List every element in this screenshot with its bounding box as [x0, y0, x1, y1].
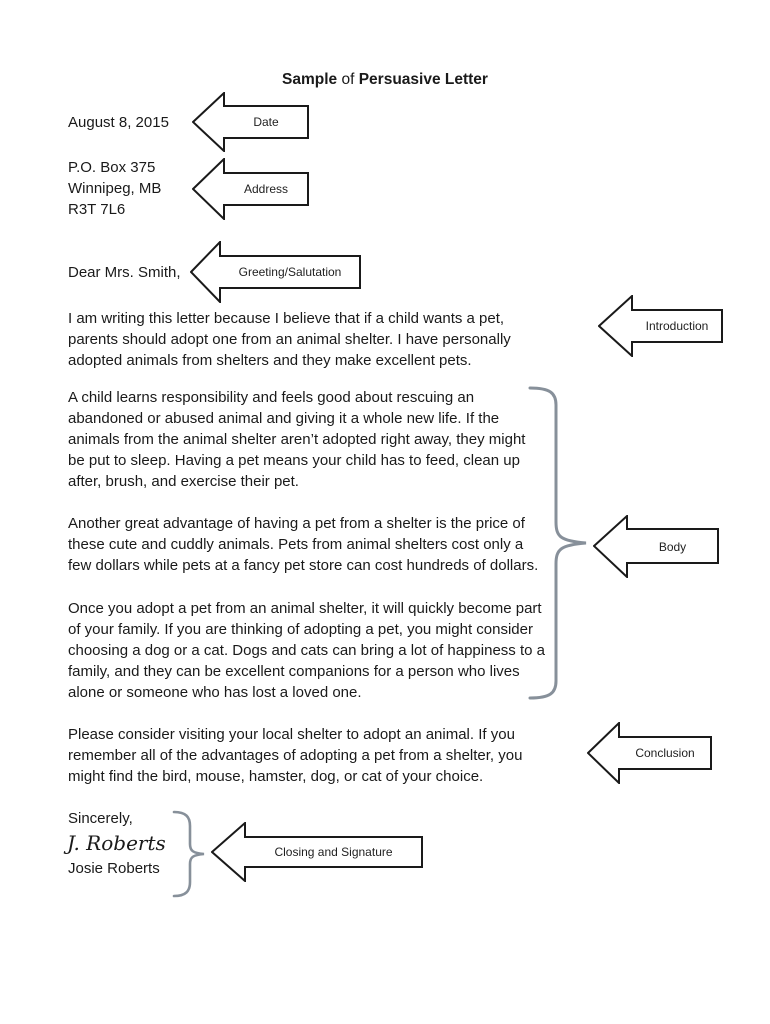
callout-label-date: Date: [253, 115, 279, 129]
paragraph-body-1: A child learns responsibility and feels …: [68, 389, 526, 490]
paragraph-introduction: I am writing this letter because I belie…: [68, 310, 511, 369]
callout-label-body: Body: [658, 539, 687, 554]
paragraph-body-3: Once you adopt a pet from an animal shel…: [68, 600, 545, 701]
left-block-arrow-icon: [190, 241, 361, 303]
letter-greeting: Dear Mrs. Smith,: [68, 264, 181, 281]
curly-brace-icon: [172, 810, 205, 898]
callout-label-introduction: Introduction: [645, 319, 709, 333]
letter-address: P.O. Box 375 Winnipeg, MB R3T 7L6: [68, 159, 162, 218]
body-brace: [524, 382, 596, 706]
curly-brace-icon: [528, 386, 587, 700]
closing-brace: [166, 806, 212, 898]
callout-arrow-introduction: Introduction: [598, 295, 724, 357]
callout-arrow-address: Address: [192, 158, 310, 220]
title-of: of: [341, 71, 355, 88]
letter-closing: Sincerely,: [68, 810, 133, 827]
left-block-arrow-icon: [211, 822, 423, 882]
signature-printed: Josie Roberts: [68, 860, 160, 877]
signature-script: J. Roberts: [67, 831, 166, 855]
callout-label-conclusion: Conclusion: [635, 746, 695, 760]
callout-label-greeting: Greeting/Salutation: [238, 265, 342, 279]
callout-arrow-closing: Closing and Signature: [211, 822, 424, 882]
title-main: Persuasive Letter: [358, 71, 488, 88]
left-block-arrow-icon: [593, 515, 719, 578]
left-block-arrow-icon: [192, 158, 309, 220]
callout-label-closing: Closing and Signature: [274, 845, 393, 859]
callout-arrow-conclusion: Conclusion: [587, 722, 713, 784]
paragraph-body-2: Another great advantage of having a pet …: [68, 515, 539, 574]
letter-date: August 8, 2015: [68, 114, 169, 131]
callout-label-address: Address: [243, 182, 289, 196]
left-block-arrow-icon: [598, 295, 723, 357]
left-block-arrow-icon: [587, 722, 712, 784]
callout-arrow-body: Body: [593, 515, 720, 578]
callout-arrow-greeting: Greeting/Salutation: [190, 241, 362, 303]
paragraph-conclusion: Please consider visiting your local shel…: [68, 726, 523, 785]
callout-arrow-date: Date: [192, 92, 310, 152]
page-title: Sample of Persuasive Letter: [0, 71, 770, 89]
left-block-arrow-icon: [192, 92, 309, 152]
title-sample: Sample: [282, 71, 338, 88]
